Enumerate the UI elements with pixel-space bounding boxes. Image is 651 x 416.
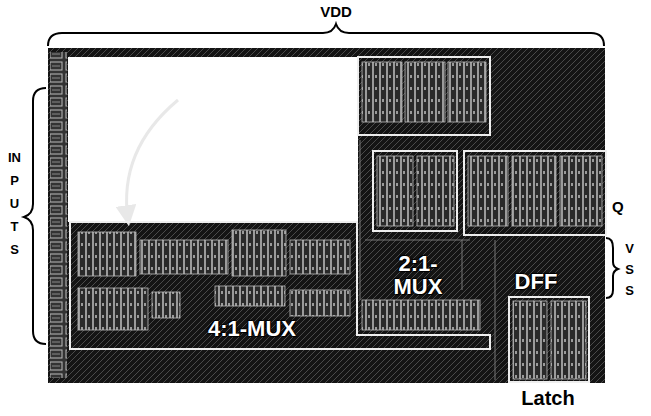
- layout-block: DFF: [463, 150, 607, 236]
- supply-label: VSS: [623, 238, 636, 301]
- block-label: 2:1- MUX: [383, 252, 453, 298]
- blank-region: [68, 57, 358, 222]
- inputs-label: INPUTS: [8, 146, 21, 261]
- vdd-brace: [48, 24, 604, 46]
- standard-cells: [78, 62, 602, 379]
- output-pin-label: Q: [612, 198, 624, 215]
- block-outline: [70, 222, 490, 349]
- block-label: 4:1-MUX: [208, 317, 296, 340]
- layout-block: Latch: [508, 296, 590, 383]
- cell-group-outline: [358, 57, 490, 135]
- block-label: Latch: [521, 388, 574, 409]
- input-pads: [50, 52, 67, 378]
- vss-brace: [606, 238, 618, 298]
- die-area: [48, 48, 605, 383]
- routing-wires: [360, 140, 495, 380]
- inputs-brace: [24, 88, 46, 344]
- supply-label: VDD: [320, 3, 352, 20]
- layout-block: 2:1- MUX: [372, 150, 458, 232]
- flow-arrow: [127, 100, 178, 220]
- block-label: DFF: [515, 270, 558, 293]
